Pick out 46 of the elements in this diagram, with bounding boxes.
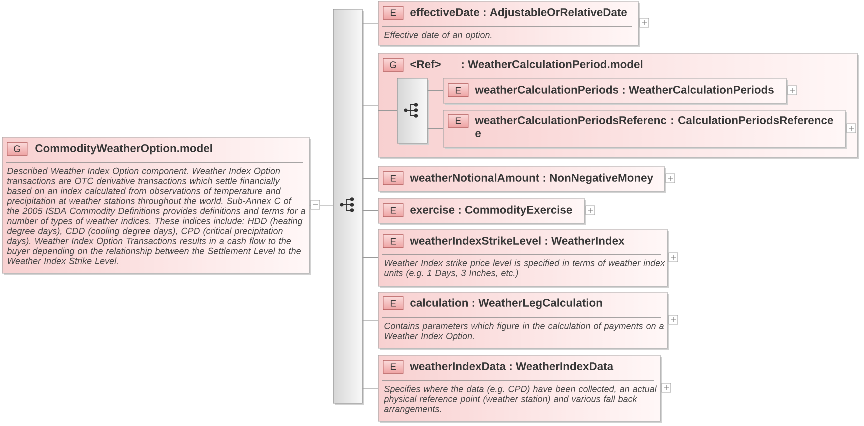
title: weatherNotionalAmount : NonNegativeMoney [410, 174, 654, 184]
connector-line [362, 320, 378, 321]
title: weatherCalculationPeriods : WeatherCalculationPeriods [475, 86, 774, 94]
badge: E [448, 84, 469, 98]
connector-line [427, 90, 444, 92]
title: <Ref> [410, 60, 441, 68]
badge: E [383, 360, 404, 374]
title: weatherIndexData : WeatherIndexData [410, 362, 614, 370]
title: exercise : CommodityExercise [410, 206, 572, 216]
description: Effective date of an option. [384, 32, 492, 40]
badge: E [383, 296, 404, 310]
element-box [378, 1, 640, 48]
description: Specifies where the data (e.g. CPD) have been collected, an actual physical reference point (weather station) and various fall back arrangements. [384, 386, 657, 414]
badge: E [383, 6, 404, 20]
badge: E [383, 172, 404, 186]
connector-line [362, 210, 378, 212]
description: Weather Index strike price level is specified in terms of weather index units (e.g. 1 Days, 3 Inches, etc.) [384, 260, 666, 278]
title: weatherIndexStrikeLevel : WeatherIndex [410, 236, 625, 245]
element-box [443, 110, 848, 150]
badge: G [383, 58, 404, 72]
title: calculation : WeatherLegCalculation [410, 298, 602, 310]
connector-line [362, 178, 378, 180]
title: CommodityWeatherOption.model [36, 144, 212, 155]
connector-line [378, 110, 398, 112]
badge: E [383, 204, 404, 218]
description: Contains parameters which figure in the calculation of payments on a Weather Index Option. [384, 322, 664, 342]
group-box [2, 137, 312, 276]
element-box [378, 229, 670, 288]
title: weatherCalculationPeriodsReferenc : CalculationPeriodsReference e [475, 116, 834, 138]
title: effectiveDate : AdjustableOrRelativeDate [410, 8, 628, 19]
connector-line [427, 128, 444, 130]
element-box [378, 355, 662, 424]
badge: G [7, 142, 28, 156]
title: : WeatherCalculationPeriod.model [462, 60, 643, 68]
element-box [378, 166, 666, 194]
connector-line [362, 105, 378, 106]
badge: E [448, 114, 469, 128]
connector-line [362, 23, 378, 24]
sequence-box [333, 9, 364, 406]
connector-line [362, 388, 378, 389]
element-box [378, 292, 670, 350]
badge: E [383, 234, 404, 248]
sequence-box [397, 78, 430, 146]
element-box [443, 78, 788, 106]
description: Described Weather Index Option component. Weather Index Option transactions are OTC derivative transactions which settle financially based on an index calculated from observations of temperature and precipitation at weather stations throughout the world. Sub-Annex C of the 2005 ISDA Commodity Definitions provides definitions and terms for a number of types of weather indices. These indices include: HDD (heating degree days), CDD (cooling degree days), CPD (critical precipitation days). Weather Index Option Transactions results in a cash flow to the buyer depending on the relationship between the Settlement Level to the Weather Index Strike Level. [6, 168, 306, 264]
element-box [378, 198, 586, 226]
